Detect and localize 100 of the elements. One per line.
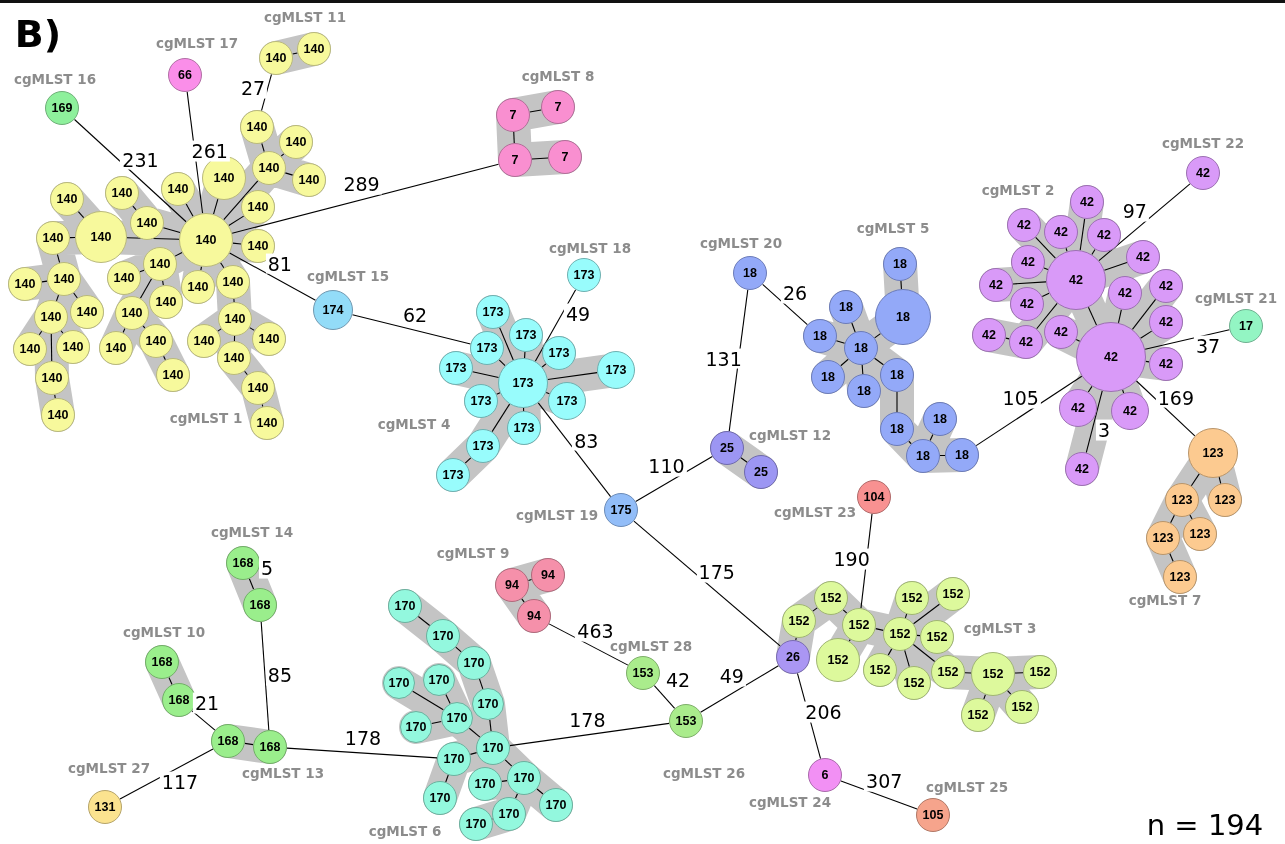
connector-line — [1087, 385, 1093, 393]
connector-line — [139, 269, 145, 273]
connector-line — [635, 456, 713, 502]
cluster-label: cgMLST 20 — [699, 235, 783, 251]
node-circle: 140 — [13, 332, 47, 366]
panel-label: B) — [14, 15, 62, 53]
node-circle: 152 — [816, 638, 860, 682]
node-circle: 42 — [972, 318, 1006, 352]
connector-line — [132, 205, 137, 211]
node-circle: 42 — [1070, 185, 1104, 219]
connector-line — [228, 215, 245, 227]
connector-line — [417, 616, 431, 626]
edge-label: 206 — [803, 701, 844, 723]
node-circle: 140 — [99, 331, 133, 365]
node-circle: 18 — [803, 319, 837, 353]
connector-line — [233, 298, 235, 303]
connector-line — [545, 391, 550, 395]
connector-line — [1103, 261, 1128, 271]
connector-line — [929, 433, 934, 442]
connector-line — [38, 330, 43, 336]
connector-line — [220, 262, 225, 269]
connector-line — [900, 280, 902, 290]
cluster-label: cgMLST 6 — [368, 823, 442, 839]
connector-line — [213, 198, 219, 215]
node-circle: 175 — [604, 493, 638, 527]
node-circle: 140 — [107, 261, 141, 295]
connector-line — [874, 333, 881, 339]
connector-line — [445, 774, 449, 783]
node-circle: 152 — [895, 581, 929, 615]
cluster-label: cgMLST 3 — [963, 620, 1037, 636]
node-circle: 140 — [41, 398, 75, 432]
connector-line — [975, 375, 1083, 447]
connector-line — [1036, 302, 1058, 330]
connector-line — [1122, 389, 1125, 394]
connector-line — [244, 370, 248, 376]
node-circle: 168 — [226, 546, 260, 580]
connector-line — [875, 628, 884, 631]
connector-line — [874, 357, 884, 366]
node-circle: 25 — [744, 455, 778, 489]
connector-line — [217, 328, 222, 332]
connector-line — [633, 520, 781, 647]
connector-line — [162, 280, 164, 286]
node-circle: 170 — [388, 589, 422, 623]
connector-line — [812, 607, 818, 612]
node-circle: 173 — [567, 258, 601, 292]
cluster-label: cgMLST 26 — [662, 765, 746, 781]
node-circle: 168 — [243, 588, 277, 622]
cluster-label: cgMLST 9 — [436, 545, 510, 561]
connector-line — [139, 278, 153, 299]
connector-line — [69, 237, 76, 239]
connector-line — [521, 598, 525, 603]
connector-line — [286, 747, 438, 759]
connector-line — [122, 327, 126, 334]
connector-line — [939, 454, 946, 457]
connector-line — [840, 780, 918, 810]
node-circle: 170 — [383, 667, 415, 699]
node-circle: 140 — [279, 125, 313, 159]
connector-line — [515, 793, 518, 799]
connector-line — [1131, 298, 1157, 330]
connector-line — [527, 579, 533, 581]
connector-line — [1035, 236, 1056, 259]
node-circle: 42 — [979, 268, 1013, 302]
cluster-label: cgMLST 8 — [521, 68, 595, 84]
connector-line — [1014, 672, 1024, 674]
cluster-label: cgMLST 16 — [13, 71, 97, 87]
node-circle: 18 — [883, 247, 917, 281]
node-circle: 152 — [897, 666, 931, 700]
node-circle: 18 — [875, 289, 931, 345]
node-circle: 152 — [1005, 690, 1039, 724]
connector-line — [431, 720, 442, 725]
connector-line — [478, 678, 484, 690]
connector-line — [77, 211, 85, 219]
connector-line — [840, 358, 849, 367]
node-circle: 6 — [808, 758, 842, 792]
node-circle: 140 — [50, 182, 84, 216]
node-circle: 140 — [139, 324, 173, 358]
connector-line — [1085, 390, 1103, 454]
connector-line — [912, 644, 936, 662]
node-circle: 170 — [423, 781, 457, 815]
connector-line — [523, 407, 525, 412]
cluster-label: cgMLST 1 — [169, 410, 243, 426]
node-circle: 94 — [517, 599, 551, 633]
connector-line — [547, 372, 598, 381]
connector-line — [904, 649, 910, 668]
connector-line — [200, 266, 202, 271]
connector-line — [280, 153, 285, 157]
node-circle: 168 — [211, 724, 245, 758]
node-circle: 140 — [161, 172, 195, 206]
connector-line — [537, 402, 612, 498]
node-circle: 42 — [1065, 452, 1099, 486]
connector-line — [842, 609, 848, 614]
connector-line — [445, 693, 451, 705]
connector-line — [455, 646, 462, 653]
connector-line — [529, 109, 542, 113]
connector-line — [499, 327, 514, 361]
connector-line — [1189, 514, 1193, 520]
node-circle: 123 — [1183, 517, 1217, 551]
connector-line — [548, 623, 629, 666]
node-circle: 42 — [1186, 156, 1220, 190]
connector-line — [489, 719, 492, 732]
